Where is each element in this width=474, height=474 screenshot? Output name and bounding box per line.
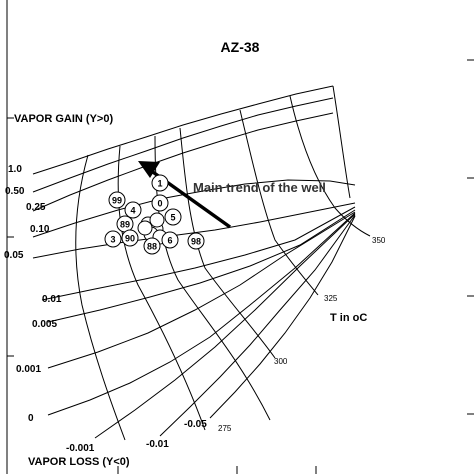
sample-marker [104,230,122,248]
isotherm-curve [332,85,351,199]
y-fraction-label: -0.01 [146,439,169,450]
sample-marker [187,232,205,250]
y-fraction-label: 0.005 [32,319,57,330]
sample-label: 5 [170,213,175,223]
y-fraction-label: 1.0 [8,164,22,175]
chart-title: AZ-38 [221,39,260,55]
temperature-tick-labels: 350 325 300 275 [218,236,386,433]
sample-label: 3 [110,235,115,245]
isotherm-curve [75,154,126,441]
y-fraction-label: 0 [28,413,34,424]
y-fraction-label: -0.001 [66,443,95,454]
sample-label: 0 [157,199,162,209]
sample-marker [164,208,182,226]
y-fraction-label: 0.50 [5,186,25,197]
curve-y-001 [41,206,356,301]
temperature-label: T in oC [330,312,367,324]
y-fraction-label: 0.01 [42,294,62,305]
y-fraction-label: 0.10 [30,224,50,235]
sample-marker [161,231,179,249]
temperature-tick-label: 325 [324,294,338,303]
curve-y-0 [47,212,356,416]
sample-label: 6 [167,236,172,246]
sample-label: 90 [125,234,135,244]
isotherm-curve [289,95,371,237]
temperature-tick-label: 350 [372,236,386,245]
curve-y-005 [32,202,356,259]
curve-y-050 [32,97,334,193]
sample-cluster-marker [149,212,165,228]
vapor-fraction-labels: 1.0 0.500.25 0.10 0.05 0.01 0.005 0.001 0 -0.001… [4,164,207,454]
sample-label: 4 [130,206,135,216]
trend-arrow-head [138,161,160,178]
sample-marker [124,201,142,219]
curve-y-010 [32,179,356,238]
trend-annotation: Main trend of the well [193,180,326,195]
y-fraction-label: 0.05 [4,250,24,261]
isotherm-curve [239,109,319,296]
isotherm-curve [179,127,276,359]
sample-label: 99 [112,196,122,206]
temperature-tick-label: 300 [274,357,288,366]
sample-marker [151,174,169,192]
plot-frame [6,0,474,474]
vapor-gain-label: VAPOR GAIN (Y>0) [14,113,113,125]
sample-label: 98 [191,237,201,247]
curve-y-neg0001 [94,213,356,439]
temperature-tick-label: 275 [218,424,232,433]
vapor-fraction-curves [32,85,356,439]
sample-points: 1 99 0 4 5 89 3 90 6 88 98 [104,174,205,255]
y-fraction-label: -0.05 [184,419,207,430]
curve-y-0005 [47,209,356,323]
y-fraction-label: 0.25 [26,202,46,213]
y-fraction-label: 0.001 [16,364,41,375]
sample-label: 89 [120,220,130,230]
curve-y-neg005 [209,215,356,419]
sample-cluster-marker [137,220,153,236]
sample-marker [143,237,161,255]
curve-y-neg001 [159,214,356,437]
sample-marker [151,194,169,212]
sample-marker [108,191,126,209]
sample-label: 1 [157,179,162,189]
sample-marker [121,229,139,247]
vapor-loss-label: VAPOR LOSS (Y<0) [28,456,130,468]
curve-y-1 [32,85,334,175]
curve-y-0001 [47,211,356,369]
sample-label: 88 [147,242,157,252]
